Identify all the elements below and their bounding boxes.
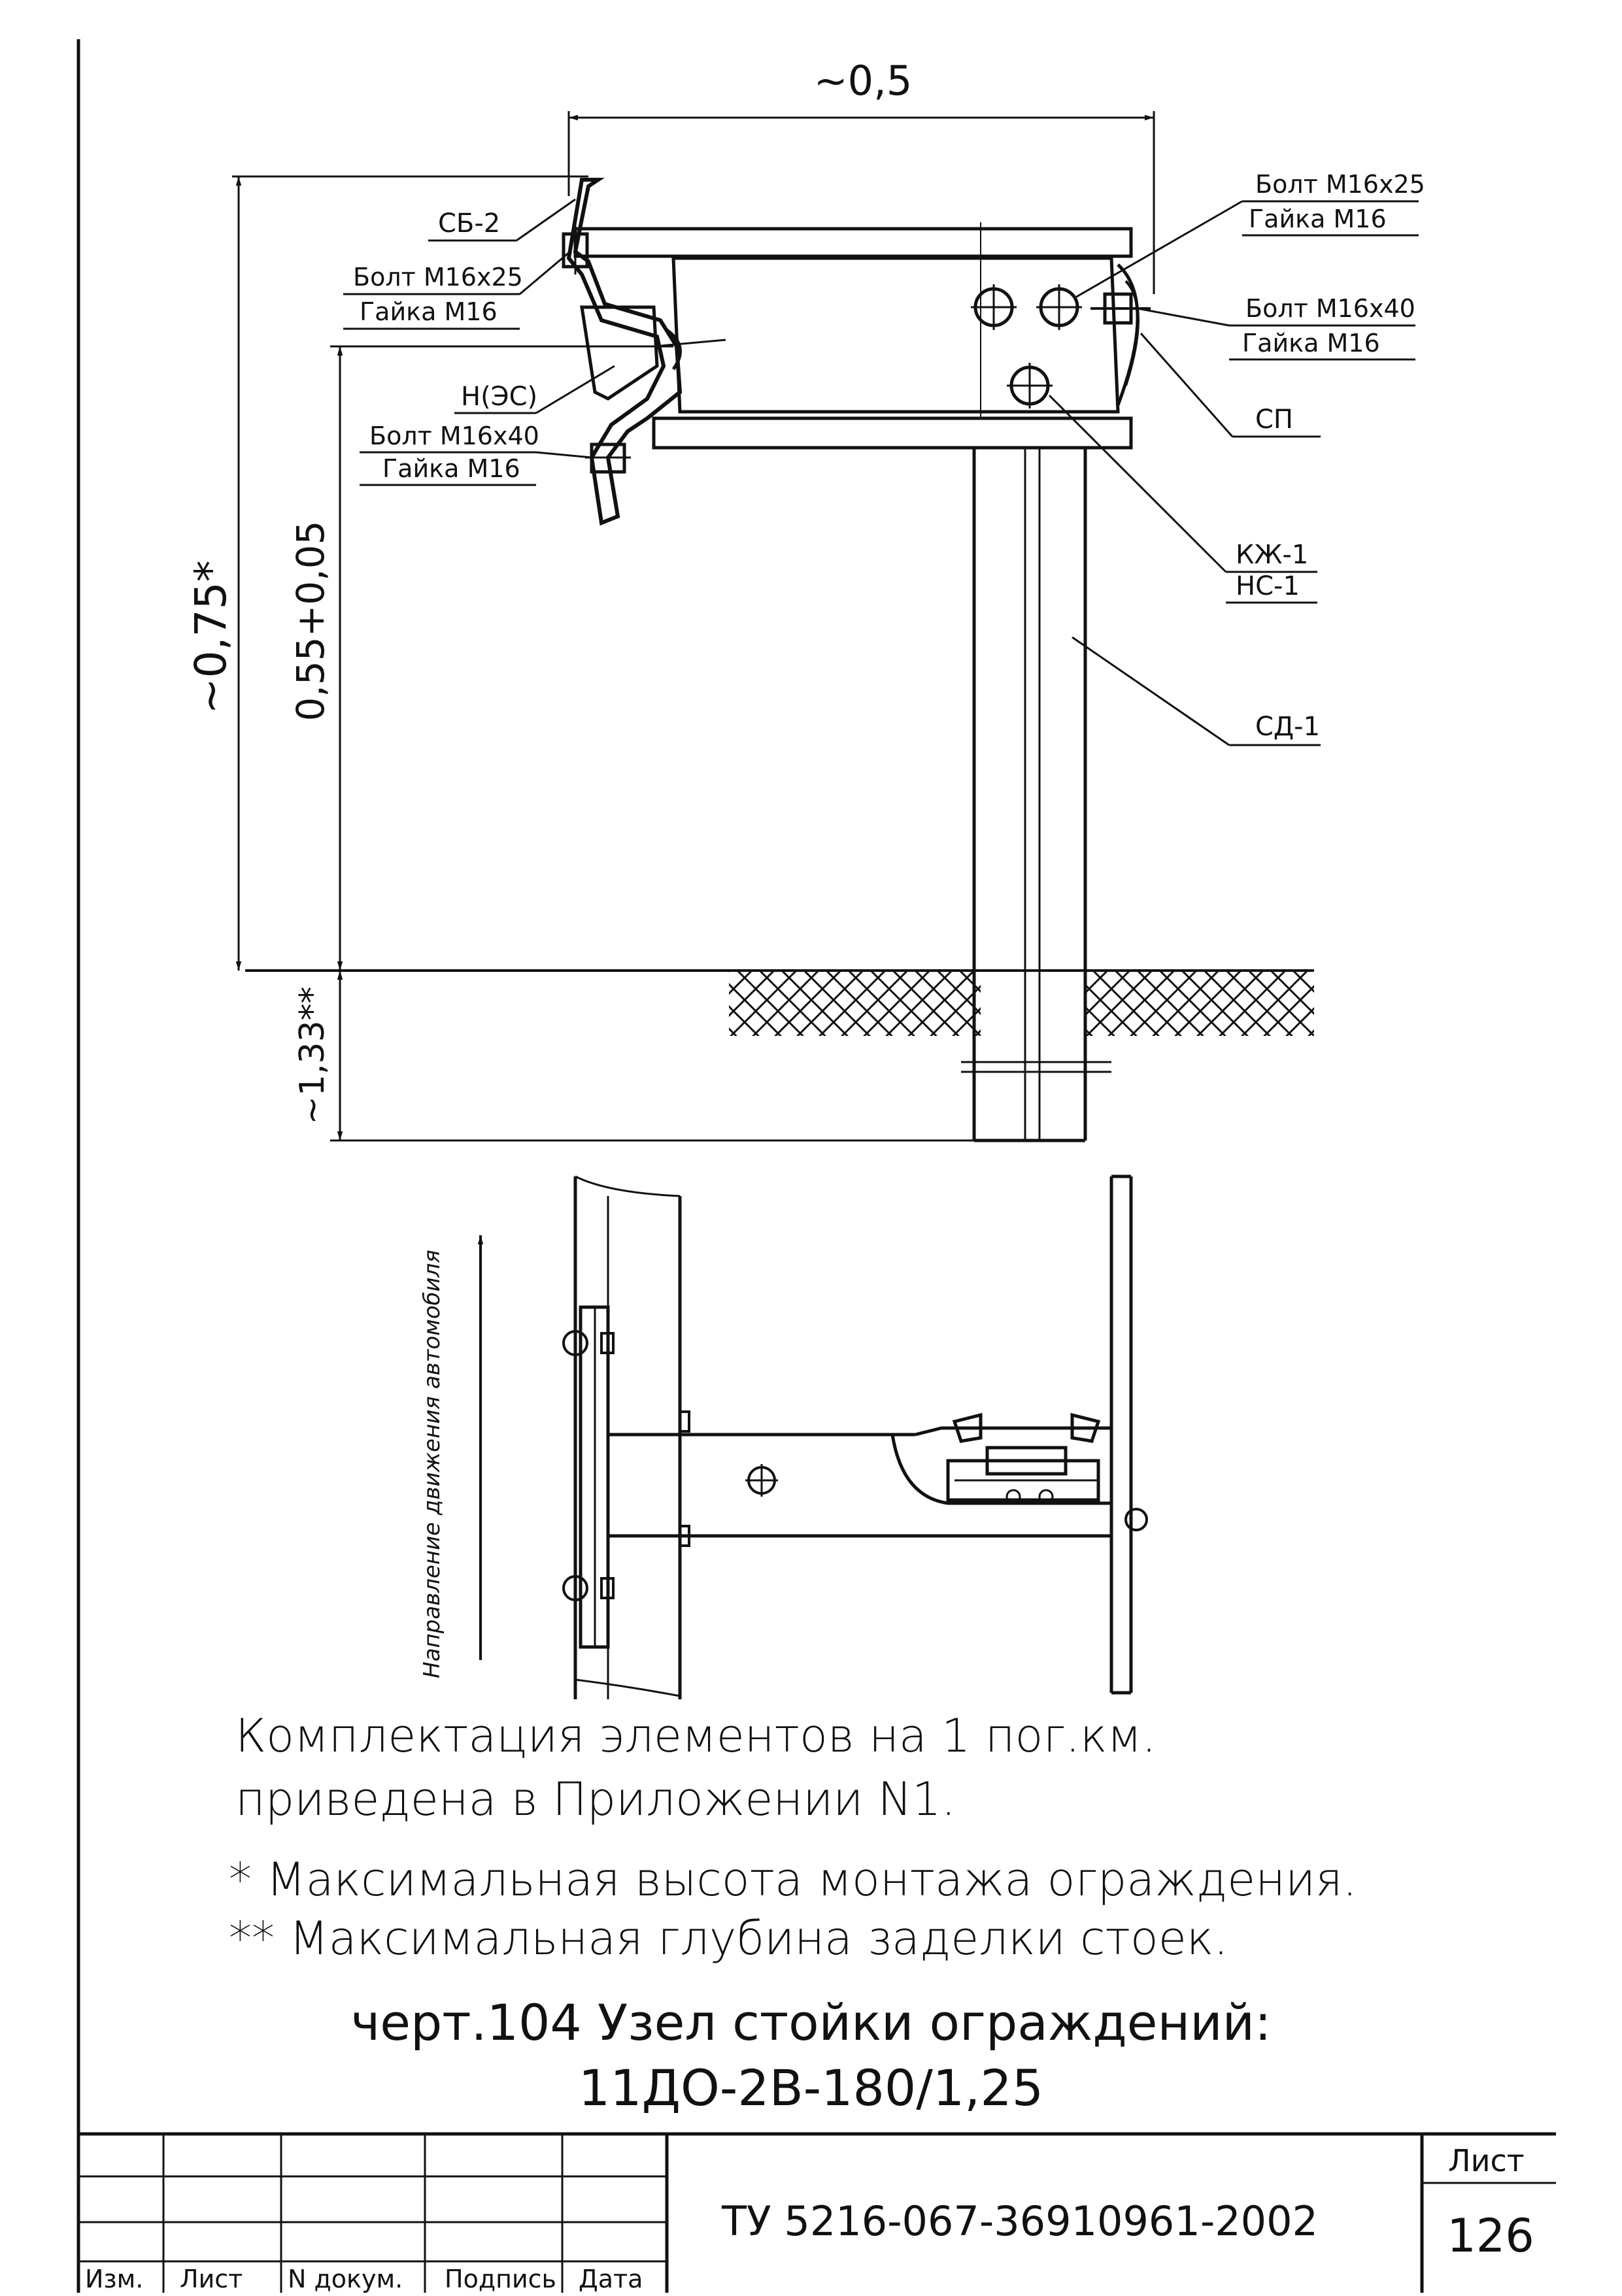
plan-left-rail — [573, 1175, 682, 1699]
footnote-1: * Максимальная высота монтажа ограждения… — [229, 1853, 1357, 1906]
col-izm: Изм. — [85, 2265, 143, 2293]
callout-sb2: СБ-2 — [428, 198, 576, 242]
direction-label: Направление движения автомобиля — [419, 1250, 445, 1678]
caption-designation: 11ДО-2В-180/1,25 — [578, 2059, 1044, 2117]
dim-width-top-label: ~0,5 — [814, 57, 913, 105]
left-bolt-bottom — [585, 442, 631, 474]
note-line-1: Комплектация элементов на 1 пог.км. — [235, 1709, 1157, 1763]
ground-hatch-right — [1085, 971, 1314, 1036]
dim-width-top: ~0,5 — [567, 57, 1155, 294]
callout-bolt-m16x40-right: Болт М16х40 — [1245, 294, 1415, 323]
top-plate — [573, 227, 1133, 258]
callout-bolt-m16x25-right: Болт М16х25 — [1255, 170, 1425, 199]
col-list: Лист — [180, 2265, 243, 2293]
callout-left-bolt-bottom: Болт М16х40 Гайка М16 — [360, 422, 592, 486]
footnote-2: ** Максимальная глубина заделки стоек. — [229, 1912, 1228, 1965]
plan-right-rail — [1109, 1174, 1148, 1695]
dim-rail-height: 0,55+0,05 — [288, 345, 673, 971]
spacer-sp — [1116, 263, 1140, 406]
callout-sb2-label: СБ-2 — [438, 208, 500, 239]
callout-kzh1-label: КЖ-1 — [1236, 540, 1308, 570]
sheet-frame — [76, 39, 1556, 2293]
callout-nut-m16-left: Гайка М16 — [360, 297, 498, 326]
plan-console — [608, 1426, 1111, 1538]
title-block: Изм. Лист N докум. Подпись Дата ТУ 5216-… — [78, 2134, 1556, 2293]
callout-kzh1: КЖ-1 НС-1 — [1048, 394, 1317, 604]
callout-nut-m16-right2: Гайка М16 — [1242, 329, 1380, 358]
console-kzh1 — [671, 256, 1120, 414]
post-sd1 — [961, 448, 1111, 1142]
callout-bolt-m16x25-left: Болт М16х25 — [353, 263, 523, 291]
elevation-view: ~0,5 ~0,75* 0,55+0,05 ~1,33** СБ-2 Болт — [186, 57, 1425, 1142]
callout-left-bolt-top: Болт М16х25 Гайка М16 — [343, 250, 571, 330]
w-beam-sb2 — [566, 178, 683, 526]
sheet-number: 126 — [1447, 2209, 1534, 2263]
plan-left-bolts — [562, 1330, 690, 1601]
caption-title: черт.104 Узел стойки ограждений: — [350, 1993, 1272, 2052]
bolt-holes — [971, 284, 1082, 408]
dim-total-height: ~0,75* — [186, 175, 588, 971]
dim-embed-depth: ~1,33** — [293, 971, 974, 1142]
left-bolt-top — [562, 222, 589, 275]
callout-sd1-label: СД-1 — [1255, 712, 1320, 742]
callout-right-bolt-bottom: Болт М16х40 Гайка М16 — [1137, 294, 1415, 361]
col-podpis: Подпись — [445, 2265, 556, 2293]
callout-ns1-label: НС-1 — [1236, 571, 1300, 601]
callout-sp-label: СП — [1255, 405, 1293, 435]
callout-n-es-label: Н(ЭС) — [461, 382, 537, 412]
callout-sp: СП — [1140, 333, 1321, 438]
dim-total-height-label: ~0,75* — [186, 560, 236, 714]
dim-embed-depth-label: ~1,33** — [293, 986, 332, 1124]
sheet-label: Лист — [1448, 2143, 1525, 2178]
callout-nut-m16-right: Гайка М16 — [1249, 205, 1387, 233]
callout-nut-m16-left2: Гайка М16 — [382, 454, 520, 483]
callout-n-es: Н(ЭС) — [454, 365, 615, 414]
callout-sd1: СД-1 — [1072, 636, 1321, 746]
note-line-2: приведена в Приложении N1. — [235, 1772, 956, 1826]
dim-rail-height-label: 0,55+0,05 — [288, 521, 333, 722]
document-code: ТУ 5216-067-36910961-2002 — [721, 2197, 1318, 2245]
plan-view: Направление движения автомобиля — [419, 1174, 1148, 1699]
callout-bolt-m16x40-left: Болт М16х40 — [369, 422, 539, 450]
ground-hatch-left — [729, 971, 981, 1036]
plan-post-section — [946, 1412, 1101, 1505]
col-ndok: N докум. — [288, 2265, 403, 2293]
callout-right-bolt-top: Болт М16х25 Гайка М16 — [1075, 170, 1425, 299]
bottom-plate — [652, 416, 1133, 450]
col-data: Дата — [579, 2265, 643, 2293]
spacer-n-es — [580, 305, 659, 401]
direction-arrow: Направление движения автомобиля — [419, 1235, 484, 1678]
